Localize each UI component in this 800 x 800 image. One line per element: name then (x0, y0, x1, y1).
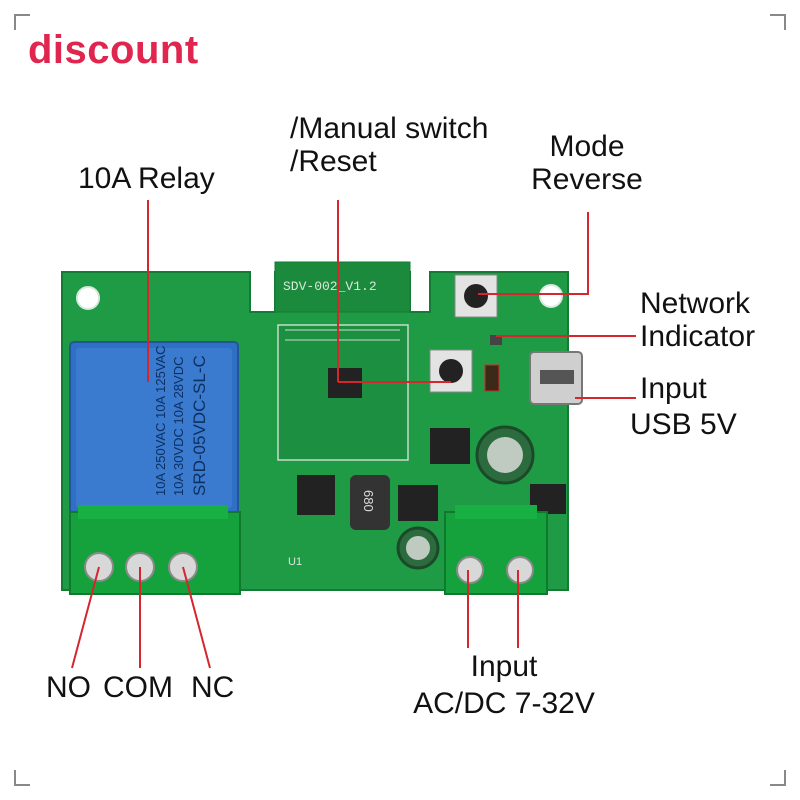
pcb-antenna (285, 329, 400, 341)
relay-model-text: SRD-05VDC-SL-C (190, 355, 209, 496)
frame-corner-bottom-left (14, 770, 30, 786)
pcb-silkscreen-label: SDV-002_V1.2 (283, 279, 377, 294)
label-mode: Mode (549, 130, 625, 163)
inductor (350, 475, 390, 530)
capacitor-large-top (487, 437, 523, 473)
label-manual-switch: /Manual switch (290, 112, 489, 145)
mode-button-cap (464, 284, 488, 308)
frame-corner-bottom-right (770, 770, 786, 786)
label-input-usb: Input (640, 372, 707, 405)
pcb-edge-strip (274, 261, 411, 313)
regulator (297, 475, 335, 515)
mount-hole (76, 286, 100, 310)
power-terminal-block (444, 511, 548, 595)
usb-port-slot (540, 370, 574, 384)
label-com: COM (103, 671, 173, 704)
smd-component (490, 335, 502, 345)
network-led (484, 364, 500, 392)
discount-badge: discount (28, 28, 199, 72)
relay-terminal-top (78, 505, 228, 519)
reset-button-cap (439, 359, 463, 383)
pointer-no (71, 566, 100, 669)
capacitor-small-top (406, 536, 430, 560)
relay-rating-line-1: 10A 250VAC 10A 125VAC (153, 345, 168, 496)
label-reverse: Reverse (531, 163, 643, 196)
inductor-label: 680 (361, 490, 376, 512)
pcb-u1-label: U1 (288, 556, 302, 568)
ic-chip (430, 428, 470, 464)
frame-corner-top-left (14, 14, 30, 30)
power-screw-left (456, 556, 484, 584)
label-no: NO (46, 671, 91, 704)
label-reset: /Reset (290, 145, 377, 178)
relay-rating-line-2: 10A 30VDC 10A 28VDC (171, 357, 186, 496)
mount-hole (539, 284, 563, 308)
label-usb-5v: USB 5V (630, 408, 737, 441)
pointer-mode (478, 212, 589, 295)
label-nc: NC (191, 671, 235, 704)
relay-top-highlight (76, 348, 232, 508)
label-indicator: Indicator (640, 320, 756, 353)
ic-chip (398, 485, 438, 521)
power-screw-right (506, 556, 534, 584)
frame-corner-top-right (770, 14, 786, 30)
pointer-nc (182, 566, 211, 669)
label-10a-relay: 10A Relay (78, 162, 215, 195)
power-terminal-top (455, 505, 537, 519)
label-ac-dc-range: AC/DC 7-32V (413, 687, 595, 720)
label-network: Network (640, 287, 751, 320)
label-input-ac: Input (470, 650, 538, 683)
